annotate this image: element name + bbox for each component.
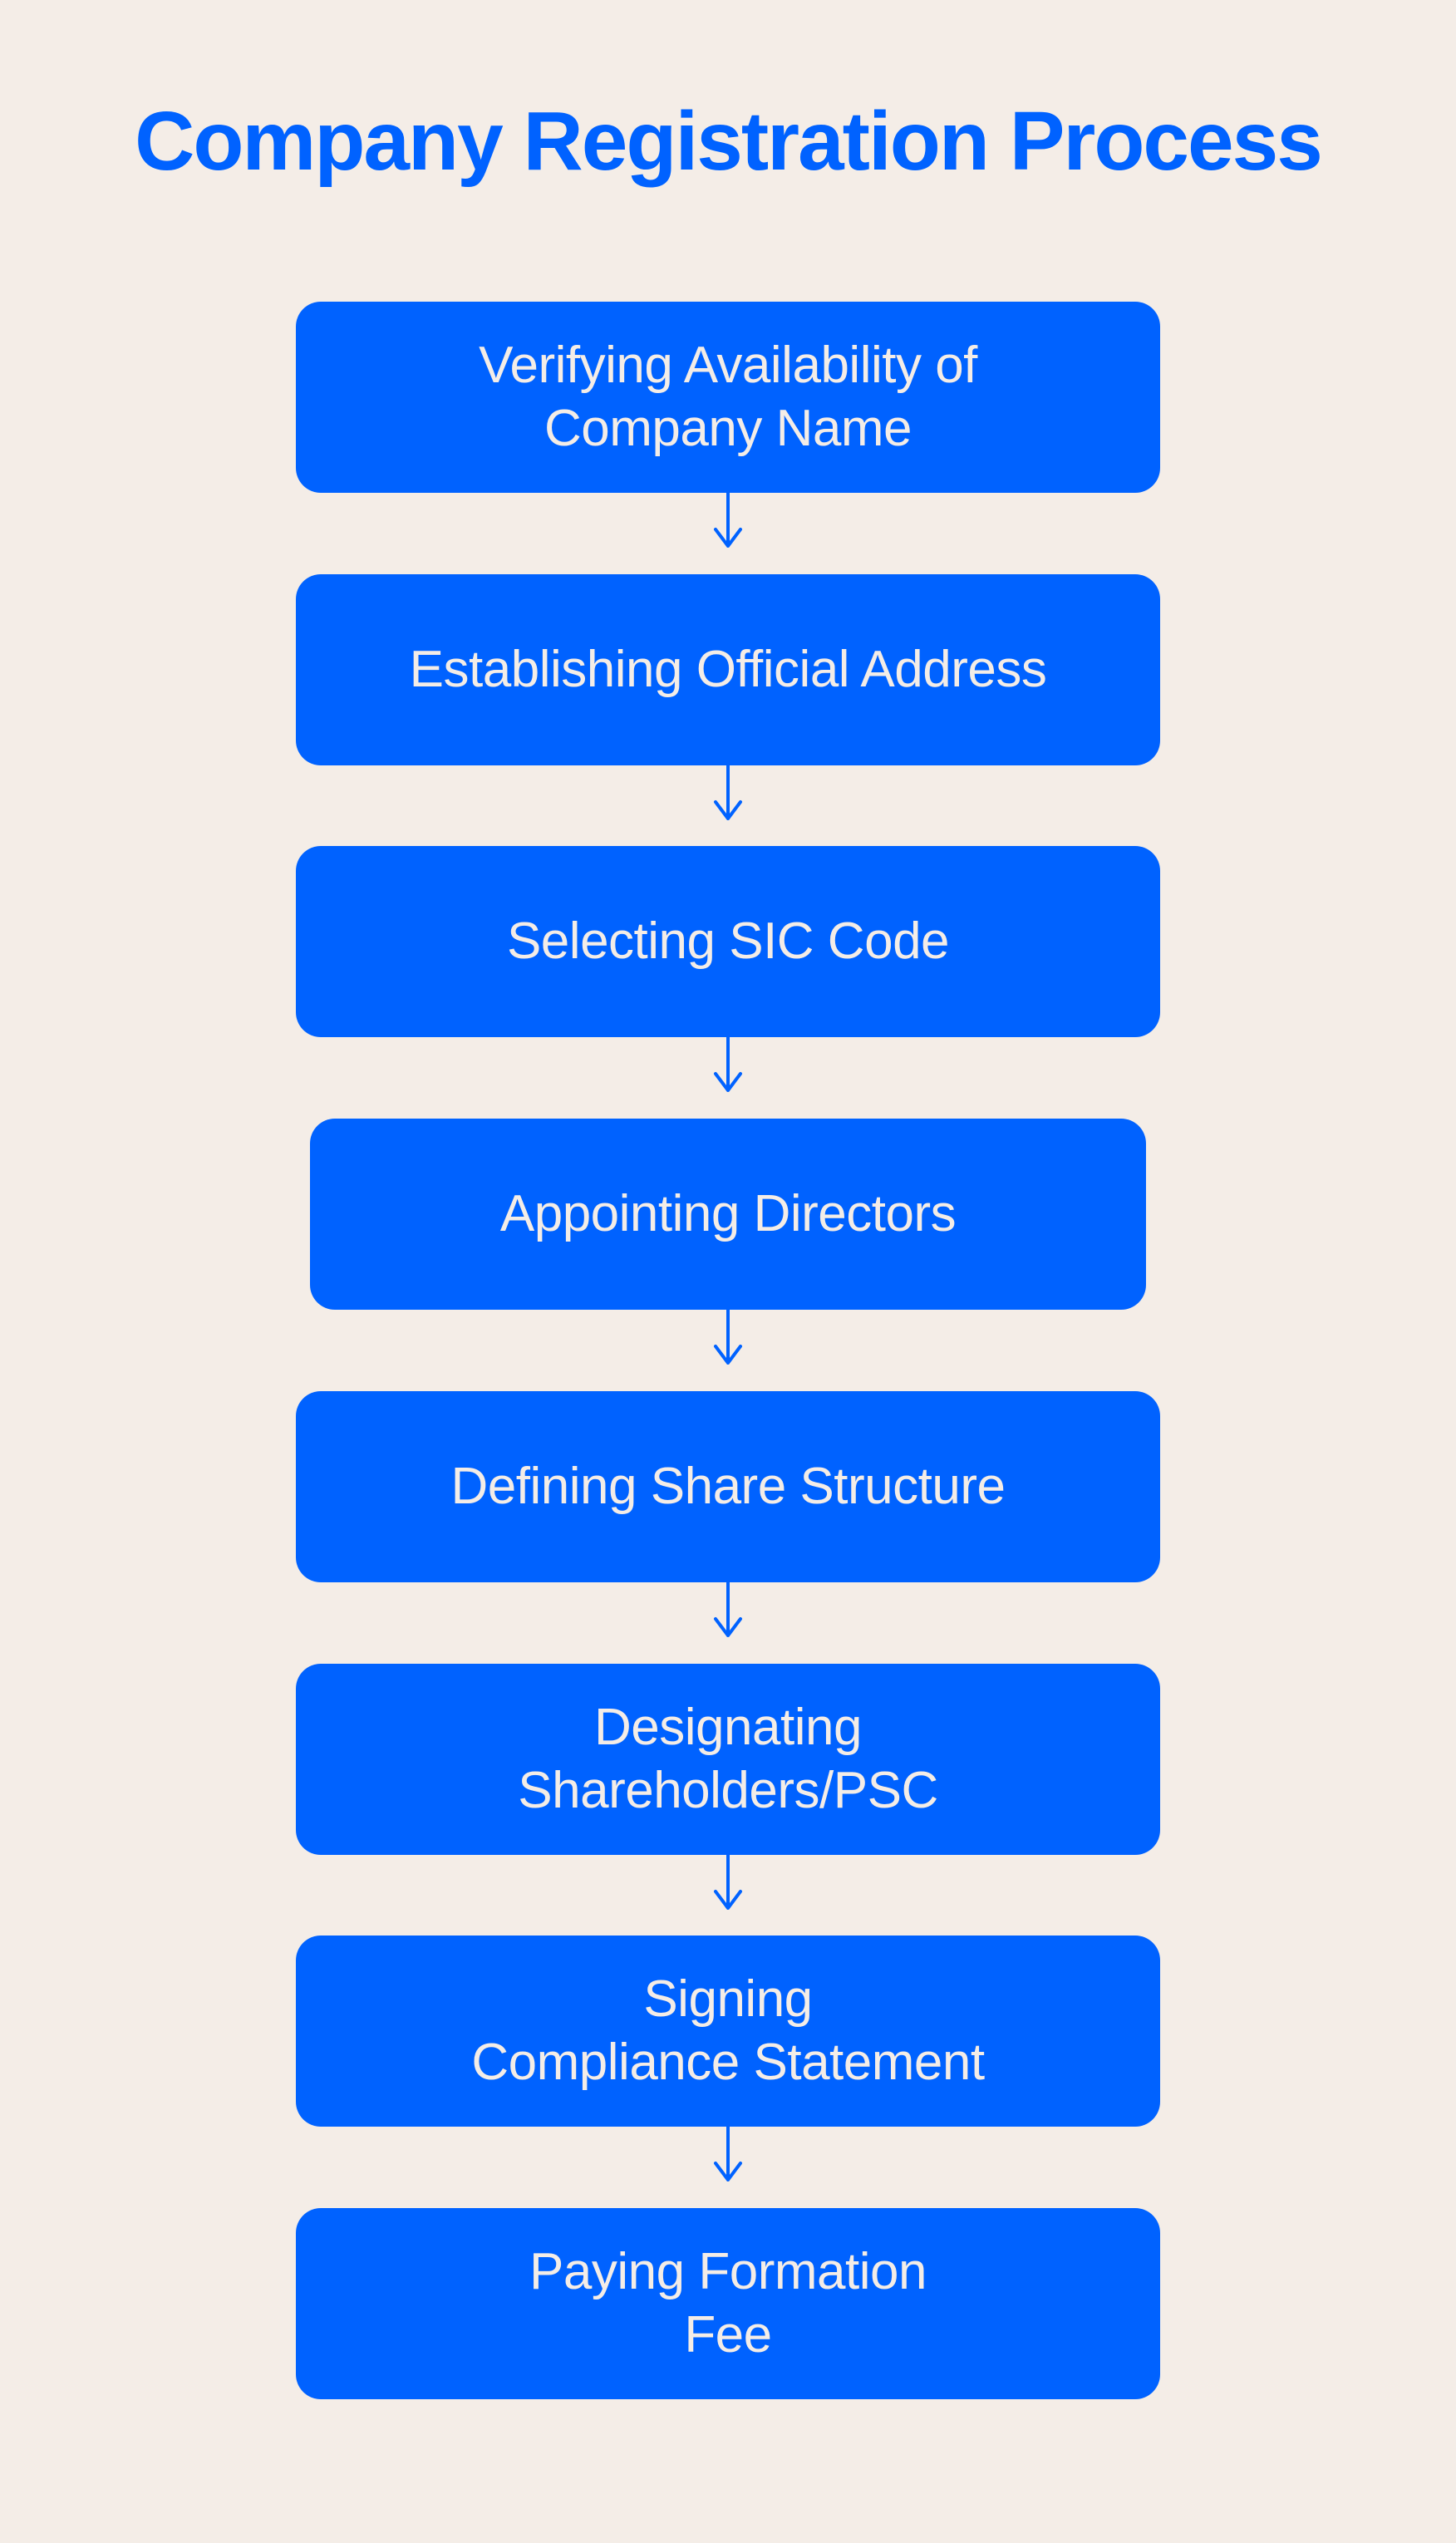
step-label: Verifying Availability of Company Name xyxy=(479,337,977,457)
arrow-down-icon xyxy=(714,1582,742,1637)
page-title: Company Registration Process xyxy=(135,95,1323,188)
step-box: Signing Compliance Statement xyxy=(296,1936,1160,2127)
step-box: Establishing Official Address xyxy=(296,574,1160,765)
step-box: Defining Share Structure xyxy=(296,1391,1160,1582)
step-box: Selecting SIC Code xyxy=(296,846,1160,1037)
step-box: Appointing Directors xyxy=(310,1119,1146,1310)
arrow-down-icon xyxy=(714,1037,742,1092)
step-label: Paying Formation Fee xyxy=(529,2243,927,2363)
step-label: Selecting SIC Code xyxy=(506,912,950,970)
arrow-down-icon xyxy=(714,1855,742,1910)
step-label: Designating Shareholders/PSC xyxy=(518,1699,938,1819)
step-box: Verifying Availability of Company Name xyxy=(296,302,1160,493)
step-label: Establishing Official Address xyxy=(409,641,1047,698)
arrow-down-icon xyxy=(714,765,742,820)
arrow-down-icon xyxy=(714,1310,742,1365)
arrow-down-icon xyxy=(714,493,742,548)
arrow-down-icon xyxy=(714,2127,742,2181)
step-label: Signing Compliance Statement xyxy=(471,1970,985,2091)
step-box: Paying Formation Fee xyxy=(296,2208,1160,2399)
step-label: Defining Share Structure xyxy=(450,1458,1006,1515)
step-box: Designating Shareholders/PSC xyxy=(296,1664,1160,1855)
step-label: Appointing Directors xyxy=(499,1185,957,1242)
